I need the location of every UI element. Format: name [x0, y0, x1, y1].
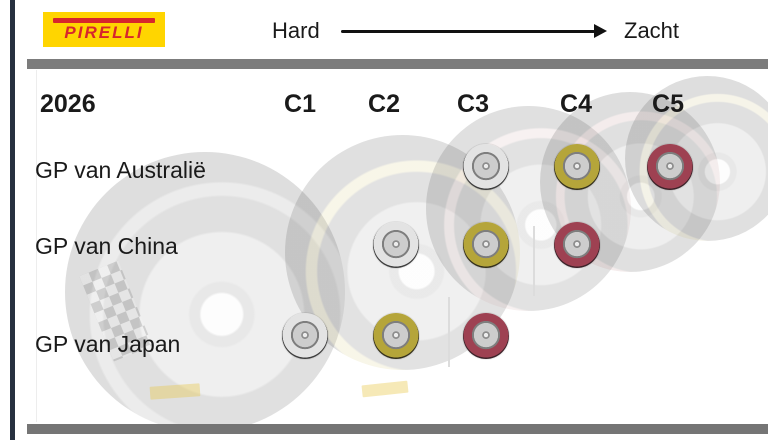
content-edge-line: [36, 70, 37, 422]
year-label: 2026: [40, 90, 96, 118]
bottom-divider-bar: [27, 424, 768, 434]
background-tire-photo-c3: [426, 106, 631, 311]
tire-icon-soft-c5: [647, 144, 693, 190]
pirelli-logo: PIRELLI: [43, 12, 165, 47]
tire-icon-hard-c1: [282, 313, 328, 359]
tire-icon-hard-c2: [373, 222, 419, 268]
column-header-c5: C5: [652, 90, 684, 118]
arrow-right-icon: [341, 24, 607, 38]
column-header-c1: C1: [284, 90, 316, 118]
race-label: GP van China: [35, 233, 178, 259]
scale-label-hard: Hard: [272, 18, 320, 43]
race-label: GP van Japan: [35, 331, 181, 357]
tire-icon-soft-c3: [463, 313, 509, 359]
arrow-line: [341, 30, 595, 33]
scale-label-zacht: Zacht: [624, 18, 680, 43]
race-label: GP van Australië: [35, 157, 206, 183]
pirelli-logo-bar: [53, 18, 155, 23]
tire-icon-medium-c3: [463, 222, 509, 268]
column-separator: [533, 226, 535, 296]
column-header-c3: C3: [457, 90, 489, 118]
column-header-c2: C2: [368, 90, 400, 118]
tire-icon-medium-c4: [554, 144, 600, 190]
pirelli-logo-text: PIRELLI: [64, 23, 144, 42]
background-pirelli-label: [361, 380, 409, 398]
arrow-head: [594, 24, 607, 38]
column-separator: [448, 297, 450, 367]
tire-icon-soft-c4: [554, 222, 600, 268]
tire-icon-medium-c2: [373, 313, 419, 359]
tire-icon-hard-c3: [463, 144, 509, 190]
background-tire-photo-c1: [65, 152, 345, 432]
left-edge-bar: [10, 0, 15, 440]
column-header-c4: C4: [560, 90, 592, 118]
top-divider-bar: [27, 59, 768, 69]
